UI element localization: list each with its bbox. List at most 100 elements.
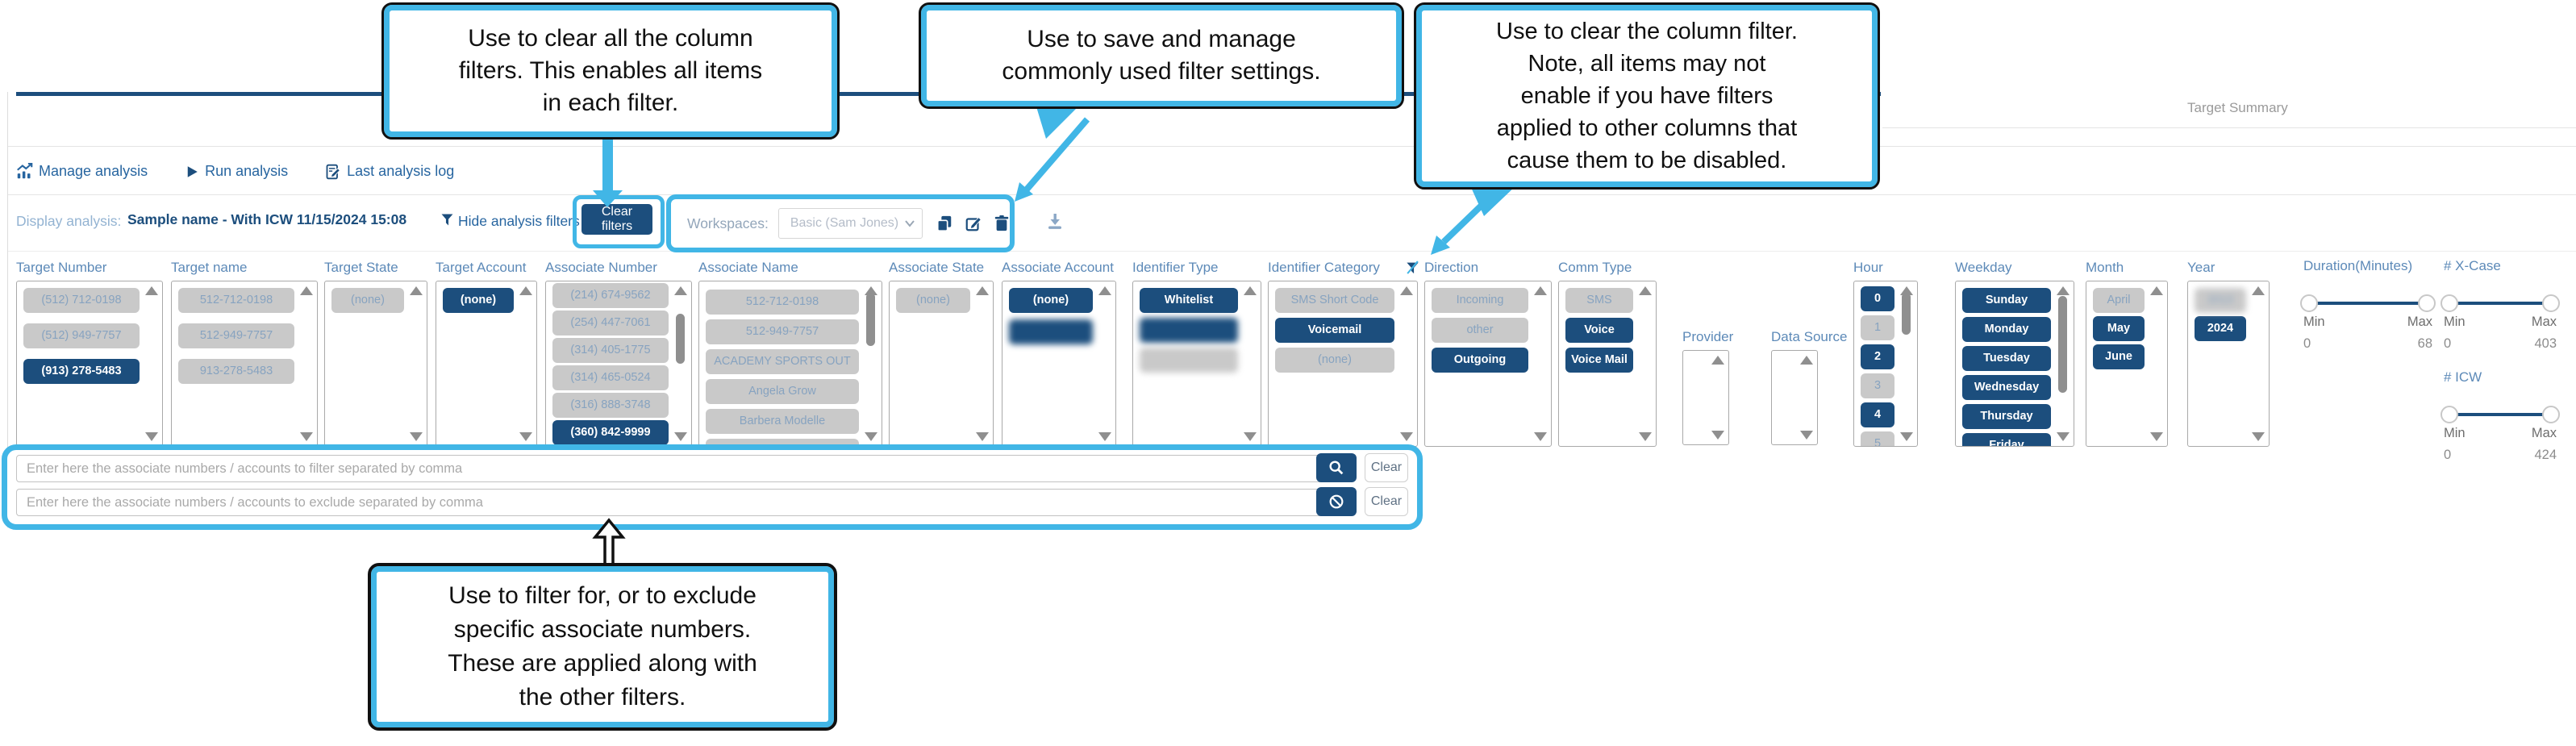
scrollbar-thumb[interactable] (866, 293, 875, 346)
scroll-down-icon[interactable] (2057, 432, 2070, 441)
filter-item[interactable]: (none) (443, 288, 514, 313)
scroll-down-icon[interactable] (300, 432, 313, 441)
filter-item[interactable]: 512-949-7757 (178, 323, 294, 348)
scroll-up-icon[interactable] (1800, 356, 1813, 365)
scroll-up-icon[interactable] (2150, 286, 2163, 295)
filter-item[interactable]: Wednesday (1962, 375, 2051, 400)
scroll-up-icon[interactable] (1900, 286, 1913, 295)
scroll-down-icon[interactable] (1244, 432, 1257, 441)
clear-exclude-button[interactable]: Clear (1365, 487, 1408, 516)
scroll-down-icon[interactable] (1534, 432, 1547, 441)
hide-analysis-filters-link[interactable]: Hide analysis filters (458, 213, 580, 229)
associate-search-button[interactable] (1316, 453, 1357, 482)
associate-exclude-input[interactable] (16, 489, 1324, 516)
filter-item[interactable]: Outgoing (1432, 348, 1528, 373)
filter-item[interactable]: Friday (1962, 433, 2051, 446)
associate-include-input[interactable] (16, 455, 1324, 482)
scroll-up-icon[interactable] (2252, 286, 2265, 295)
filter-item[interactable]: Thursday (1962, 404, 2051, 429)
filter-item[interactable]: Barbera Modelle (706, 409, 859, 434)
filter-item[interactable]: June (2093, 344, 2145, 369)
scrollbar[interactable] (2054, 281, 2072, 446)
scroll-down-icon[interactable] (1900, 432, 1913, 441)
filter-item[interactable]: 512-712-0198 (706, 290, 859, 315)
icw-slider[interactable] (2441, 406, 2560, 423)
scroll-up-icon[interactable] (976, 286, 989, 295)
icw-min-handle[interactable] (2441, 406, 2458, 423)
scroll-up-icon[interactable] (410, 286, 423, 295)
filter-item[interactable]: (none) (1275, 348, 1394, 373)
scroll-down-icon[interactable] (2252, 432, 2265, 441)
scrollbar[interactable] (1898, 281, 1915, 446)
scroll-down-icon[interactable] (865, 432, 877, 441)
scrollbar-thumb[interactable] (2058, 296, 2067, 393)
icw-max-handle[interactable] (2542, 406, 2560, 423)
scrollbar[interactable] (1636, 281, 1654, 446)
filter-item[interactable]: (913) 278-5483 (23, 359, 140, 384)
filter-item[interactable]: 2 (1861, 344, 1894, 369)
filter-item[interactable]: other (1432, 318, 1528, 343)
scroll-down-icon[interactable] (1800, 431, 1813, 440)
duration-slider[interactable] (2300, 294, 2436, 312)
filter-item[interactable]: 913-278-5483 (178, 359, 294, 384)
filter-item[interactable]: Voice Mail (1565, 348, 1633, 373)
filter-item[interactable]: (none) (331, 288, 404, 313)
scroll-up-icon[interactable] (1400, 286, 1413, 295)
filter-item[interactable]: Whitelist (1140, 288, 1238, 313)
filter-item[interactable]: 5 (1861, 431, 1894, 446)
scrollbar[interactable] (143, 281, 160, 446)
xcase-min-handle[interactable] (2441, 294, 2458, 312)
filter-item[interactable]: Monday (1962, 317, 2051, 342)
filter-item[interactable]: 1 (1861, 315, 1894, 340)
edit-workspace-icon[interactable] (965, 215, 982, 232)
filter-item[interactable]: Voice (1565, 318, 1633, 343)
filter-item[interactable]: (314) 405-1775 (552, 338, 669, 363)
filter-item[interactable]: (314) 465-0524 (552, 365, 669, 390)
scroll-down-icon[interactable] (1639, 432, 1652, 441)
filter-item[interactable]: (512) 712-0198 (23, 288, 140, 313)
filter-item[interactable]: Angela Grow (706, 379, 859, 404)
scrollbar-thumb[interactable] (676, 314, 685, 364)
filter-item[interactable] (1009, 319, 1093, 344)
duration-min-handle[interactable] (2300, 294, 2318, 312)
scrollbar[interactable] (1398, 281, 1415, 446)
filter-item[interactable]: 512-712-0198 (178, 288, 294, 313)
scrollbar[interactable] (2249, 281, 2267, 446)
run-analysis-button[interactable]: Run analysis (185, 163, 288, 180)
filter-item[interactable]: Incoming (1432, 288, 1528, 313)
filter-item[interactable]: 2013 (2195, 288, 2246, 313)
scroll-down-icon[interactable] (2150, 432, 2163, 441)
filter-item[interactable]: May (2093, 316, 2145, 341)
filter-item[interactable] (1140, 318, 1238, 343)
scrollbar[interactable] (1532, 281, 1549, 446)
filter-item[interactable]: (none) (896, 288, 970, 313)
scrollbar[interactable] (1241, 281, 1259, 446)
scroll-up-icon[interactable] (1639, 286, 1652, 295)
manage-analysis-button[interactable]: Manage analysis (16, 163, 148, 180)
filter-item[interactable]: 512-949-7757 (706, 319, 859, 344)
filter-item[interactable]: (none) (1009, 288, 1093, 313)
filter-item[interactable]: Tuesday (1962, 346, 2051, 371)
scrollbar[interactable] (1096, 281, 1114, 446)
filter-item[interactable]: 2024 (2195, 316, 2246, 341)
scroll-up-icon[interactable] (1534, 286, 1547, 295)
clear-filters-button[interactable]: Clear filters (581, 204, 652, 235)
filter-item[interactable]: 3 (1861, 373, 1894, 398)
scrollbar[interactable] (517, 281, 535, 446)
scroll-down-icon[interactable] (674, 432, 687, 441)
scrollbar[interactable] (973, 281, 991, 446)
scroll-down-icon[interactable] (410, 432, 423, 441)
scroll-down-icon[interactable] (1711, 431, 1724, 440)
scroll-down-icon[interactable] (1098, 432, 1111, 441)
filter-item[interactable] (706, 439, 859, 446)
filter-item[interactable]: (254) 447-7061 (552, 310, 669, 335)
scroll-up-icon[interactable] (674, 286, 687, 295)
filter-item[interactable]: 4 (1861, 402, 1894, 427)
scroll-down-icon[interactable] (519, 432, 532, 441)
copy-workspace-icon[interactable] (936, 215, 953, 232)
filter-item[interactable]: 0 (1861, 286, 1894, 311)
associate-exclude-button[interactable] (1316, 487, 1357, 516)
scrollbar[interactable] (862, 281, 880, 446)
scrollbar[interactable] (1709, 351, 1727, 444)
scrollbar[interactable] (298, 281, 315, 446)
